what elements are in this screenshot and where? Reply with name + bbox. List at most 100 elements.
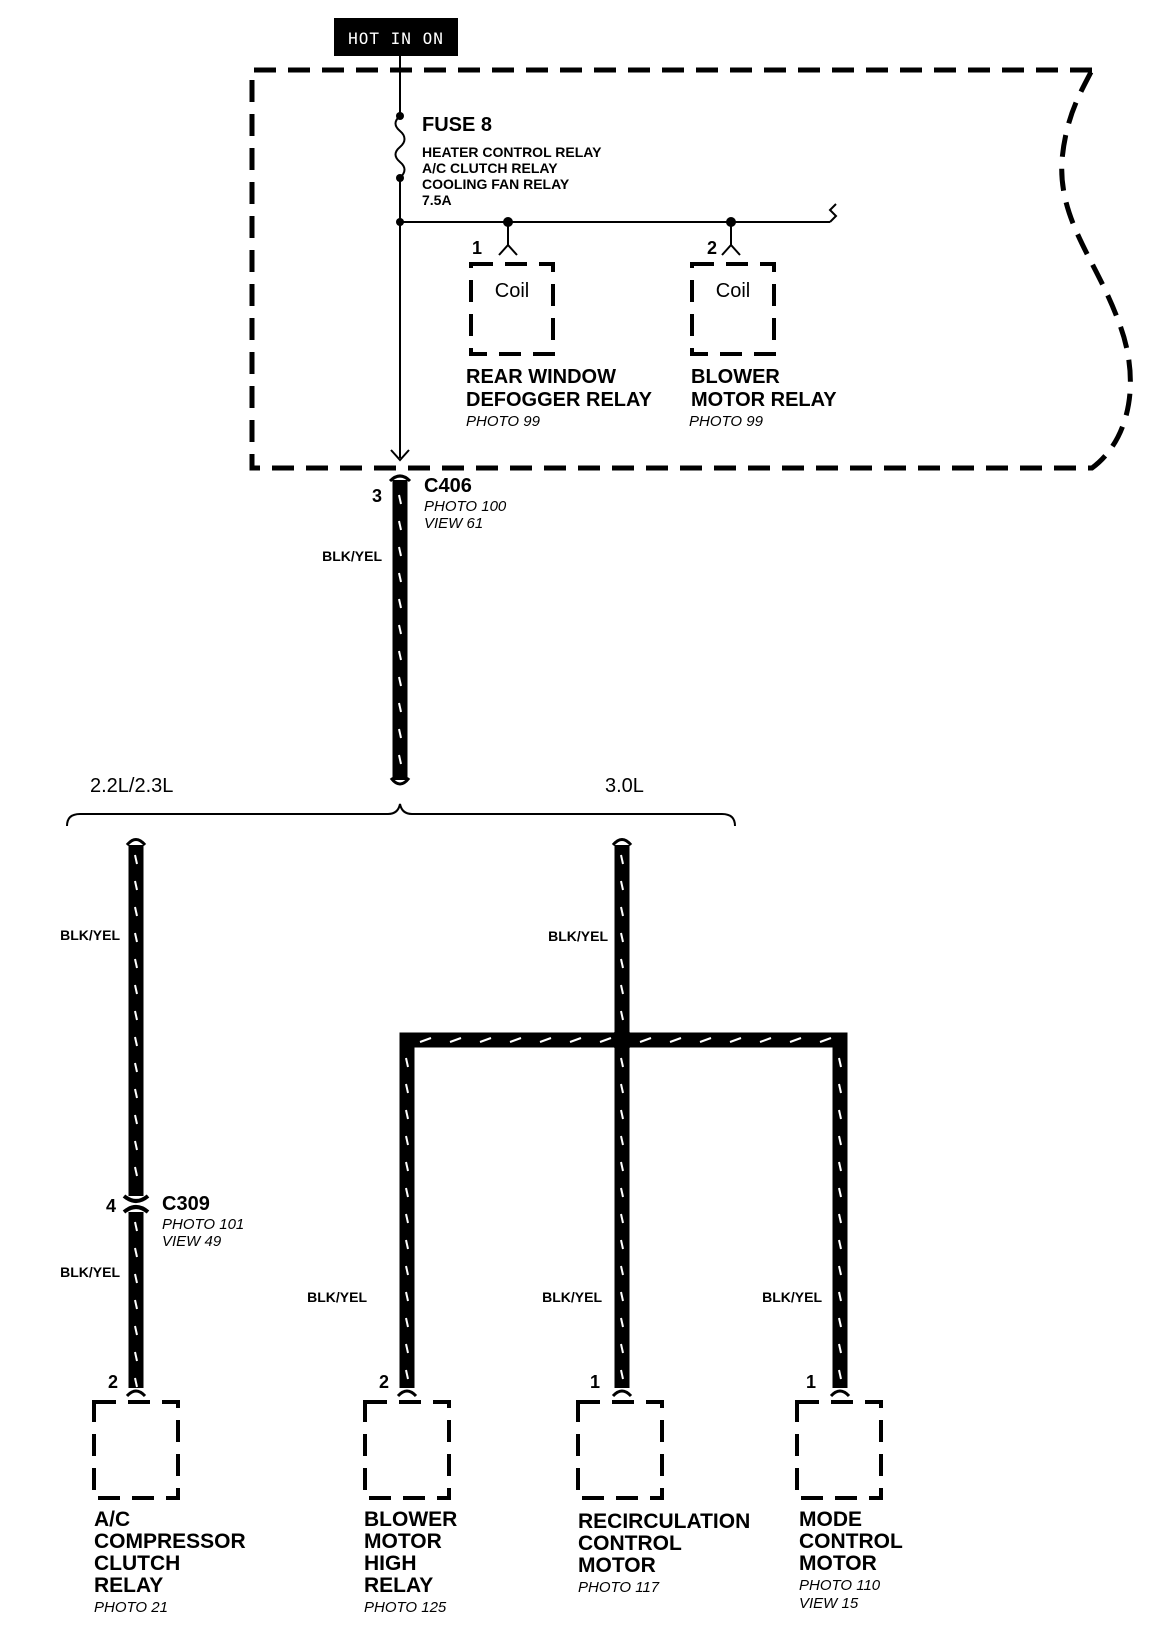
rear-window-defogger-relay: 1 Coil REAR WINDOW DEFOGGER RELAY PHOTO … <box>466 217 653 430</box>
bus-splice-left <box>396 218 404 226</box>
comp1-name-line2: COMPRESSOR <box>94 1530 246 1553</box>
blower-motor-relay: 2 Coil BLOWER MOTOR RELAY PHOTO 99 <box>689 217 837 430</box>
fuse-title: FUSE 8 <box>422 114 492 136</box>
comp2-photo: PHOTO 125 <box>364 1599 447 1616</box>
relay1-photo: PHOTO 99 <box>466 413 541 430</box>
comp1-name-line1: A/C <box>94 1508 130 1531</box>
hatch-mark <box>405 1369 409 1380</box>
connector-c406: 3 C406 PHOTO 100 VIEW 61 <box>372 449 507 532</box>
c406-name: C406 <box>424 475 472 497</box>
hatch-mark <box>539 1037 552 1043</box>
comp2-box <box>363 1400 451 1500</box>
hatch-mark <box>838 1083 842 1094</box>
relay2-photo: PHOTO 99 <box>689 413 764 430</box>
hatch-mark <box>405 1213 409 1224</box>
recirculation-control-motor: 1 RECIRCULATION CONTROL MOTOR PHOTO 117 <box>576 1372 750 1596</box>
relay2-coil-box <box>690 262 776 356</box>
hatch-mark <box>405 1161 409 1172</box>
hatch-mark <box>134 1166 138 1177</box>
hatch-mark <box>479 1037 492 1043</box>
hatch-mark <box>838 1161 842 1172</box>
hatch-mark <box>838 1109 842 1120</box>
fuse-line2: A/C CLUTCH RELAY <box>422 160 558 176</box>
hatch-mark <box>838 1135 842 1146</box>
hatch-mark <box>639 1037 652 1043</box>
hatch-mark <box>405 1083 409 1094</box>
c309-pin: 4 <box>106 1196 116 1216</box>
relay2-name-line1: BLOWER <box>691 366 780 388</box>
hatch-mark <box>569 1037 582 1043</box>
hatch-mark <box>134 906 138 917</box>
hatch-mark <box>134 1247 138 1258</box>
relay1-coil-box <box>469 262 555 356</box>
hatch-mark <box>620 906 624 917</box>
wire-label-drop2: BLK/YEL <box>542 1289 602 1305</box>
hatch-mark <box>620 1135 624 1146</box>
hatch-mark <box>134 1114 138 1125</box>
hatch-mark <box>405 1343 409 1354</box>
hatch-mark <box>398 546 402 557</box>
hatch-mark <box>620 958 624 969</box>
hatch-mark <box>759 1037 772 1043</box>
comp1-photo: PHOTO 21 <box>94 1599 168 1616</box>
comp2-name-line1: BLOWER <box>364 1508 457 1531</box>
hot-in-on-label: HOT IN ON <box>348 29 444 48</box>
hatch-mark <box>398 598 402 609</box>
hatch-mark <box>838 1239 842 1250</box>
fuse-line1: HEATER CONTROL RELAY <box>422 144 602 160</box>
wire-label-left-lower: BLK/YEL <box>60 1264 120 1280</box>
fuse-terminal-top <box>396 112 404 120</box>
hatch-mark <box>620 1369 624 1380</box>
hatch-mark <box>620 1265 624 1276</box>
variant-left-label: 2.2L/2.3L <box>90 775 173 797</box>
hatch-mark <box>134 854 138 865</box>
wire-label-main: BLK/YEL <box>322 548 382 564</box>
variant-brace <box>66 803 736 827</box>
hatch-mark <box>838 1343 842 1354</box>
hatch-mark <box>398 624 402 635</box>
comp3-name-line2: CONTROL <box>578 1532 682 1555</box>
comp1-box <box>92 1400 180 1500</box>
relay1-coil-label: Coil <box>495 280 529 302</box>
wire-continuation-mark <box>828 203 838 223</box>
c309-name: C309 <box>162 1193 210 1215</box>
hatch-mark <box>620 854 624 865</box>
fuse-box-outline <box>249 67 1133 471</box>
hatch-mark <box>405 1317 409 1328</box>
hatch-mark <box>669 1037 682 1043</box>
fuse-rating: 7.5A <box>422 192 452 208</box>
hatch-mark <box>134 1325 138 1336</box>
hatch-mark <box>838 1265 842 1276</box>
hatch-mark <box>620 880 624 891</box>
hatch-mark <box>509 1037 522 1043</box>
hatch-mark <box>134 1140 138 1151</box>
relay2-coil-label: Coil <box>716 280 750 302</box>
comp4-name-line1: MODE <box>799 1508 862 1531</box>
comp3-pin: 1 <box>590 1372 600 1392</box>
hatch-mark <box>838 1213 842 1224</box>
hatch-mark <box>620 1213 624 1224</box>
comp3-box <box>576 1400 664 1500</box>
hatch-mark <box>134 1377 138 1388</box>
blower-motor-high-relay: 2 BLOWER MOTOR HIGH RELAY PHOTO 125 <box>363 1372 457 1616</box>
hatch-mark <box>620 1291 624 1302</box>
hatch-mark <box>449 1037 462 1043</box>
hatch-mark <box>405 1187 409 1198</box>
fuse-line3: COOLING FAN RELAY <box>422 176 570 192</box>
wire-label-left-upper: BLK/YEL <box>60 927 120 943</box>
hatch-mark <box>134 1010 138 1021</box>
ac-compressor-clutch-relay: 2 A/C COMPRESSOR CLUTCH RELAY PHOTO 21 <box>92 1372 246 1616</box>
hatch-mark <box>620 1317 624 1328</box>
hatch-mark <box>134 958 138 969</box>
comp2-name-line2: MOTOR <box>364 1530 442 1553</box>
hatch-mark <box>838 1187 842 1198</box>
hatch-mark <box>620 1343 624 1354</box>
c406-pin: 3 <box>372 486 382 506</box>
hatch-mark <box>134 984 138 995</box>
hatch-mark <box>134 1062 138 1073</box>
hatch-mark <box>134 1273 138 1284</box>
comp2-pin: 2 <box>379 1372 389 1392</box>
hatch-mark <box>398 520 402 531</box>
hatch-mark <box>620 1010 624 1021</box>
comp1-pin: 2 <box>108 1372 118 1392</box>
